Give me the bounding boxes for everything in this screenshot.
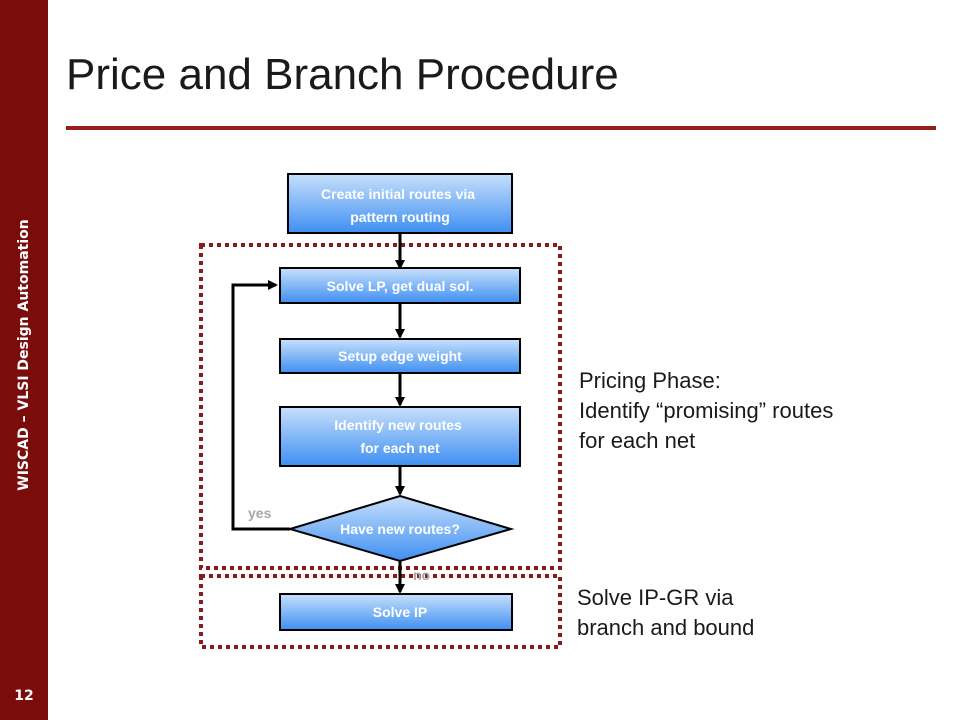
create-routes-label-line1: Create initial routes via (321, 186, 475, 202)
decision-label: Have new routes? (340, 521, 460, 537)
create-routes-box (287, 173, 513, 234)
slide-number: 12 (14, 688, 34, 704)
create-routes-label: Create initial routes via pattern routin… (321, 186, 479, 225)
identify-routes-box (279, 406, 521, 467)
create-routes-label-line2: pattern routing (350, 209, 450, 225)
pricing-phase-description: Pricing Phase: Identify “promising” rout… (579, 366, 833, 456)
solve-ip-label: Solve IP (373, 604, 427, 620)
setup-weight-label: Setup edge weight (338, 348, 462, 364)
pricing-phase-line1: Pricing Phase: (579, 368, 721, 393)
branch-phase-line2: branch and bound (577, 615, 755, 640)
edge-label-yes: yes (248, 505, 272, 521)
branch-phase-line1: Solve IP-GR via (577, 585, 734, 610)
sidebar: WISCAD – VLSI Design Automation 12 (0, 0, 48, 720)
decision-diamond (286, 494, 515, 563)
pricing-phase-line2: Identify “promising” routes (579, 398, 834, 423)
branch-phase-description: Solve IP-GR via branch and bound (577, 583, 754, 643)
page-title: Price and Branch Procedure (66, 50, 619, 99)
arrow-yes-loop (231, 280, 290, 531)
pricing-phase-line3: for each net (579, 428, 696, 453)
solve-lp-box (279, 267, 521, 304)
edge-label-no: no (413, 567, 430, 583)
branch-phase-frame (199, 574, 562, 649)
pricing-phase-frame (199, 243, 562, 570)
identify-routes-label: Identify new routes for each net (334, 417, 465, 456)
solve-ip-box (279, 593, 513, 631)
identify-routes-label-line1: Identify new routes (334, 417, 462, 433)
setup-weight-box (279, 338, 521, 374)
solve-lp-label: Solve LP, get dual sol. (327, 278, 474, 294)
identify-routes-label-line2: for each net (360, 440, 440, 456)
title-divider (66, 126, 936, 130)
